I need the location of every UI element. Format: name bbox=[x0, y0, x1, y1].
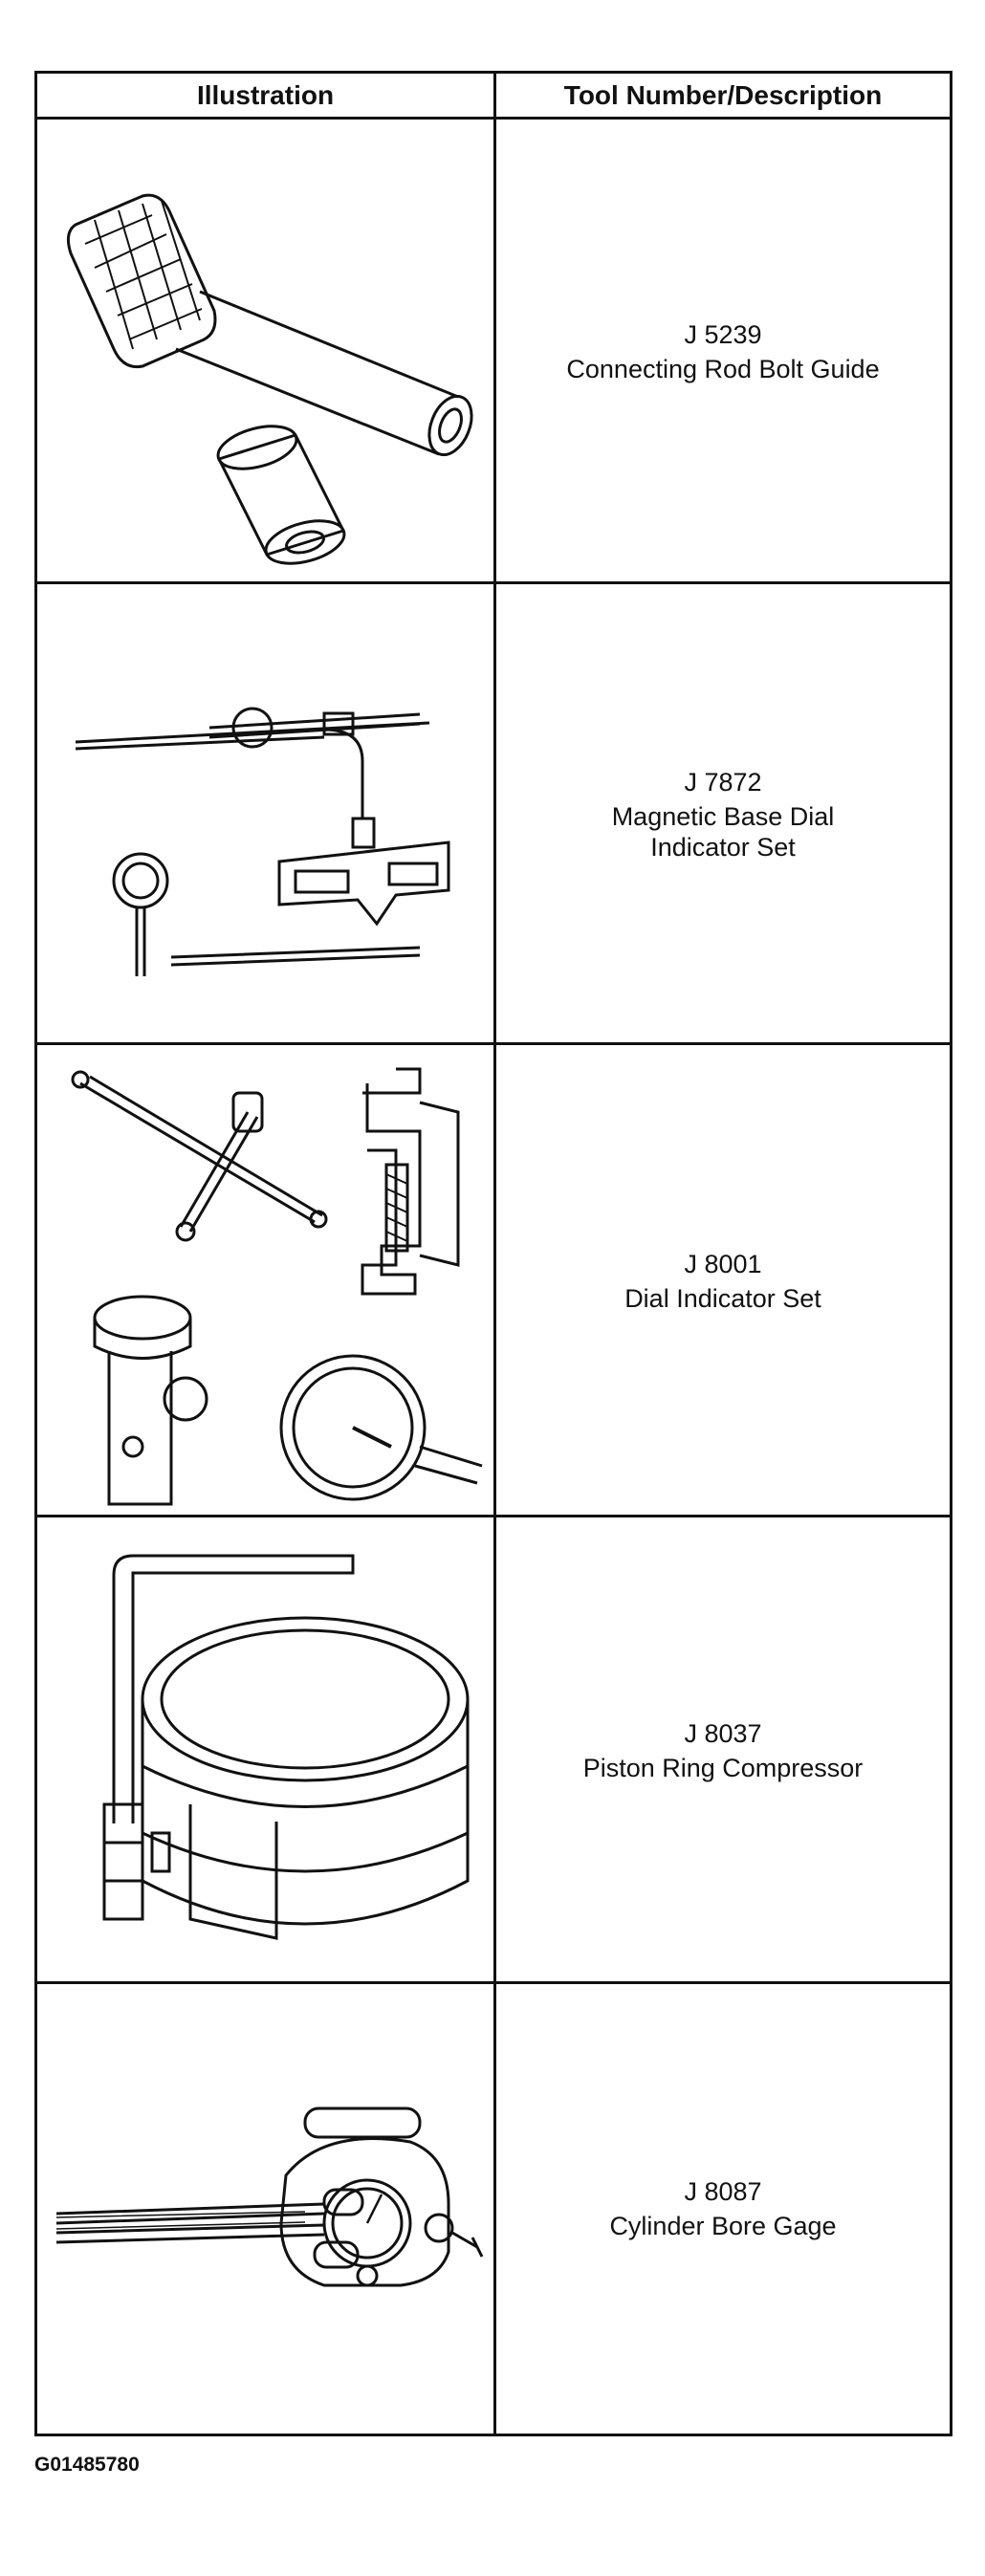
table-row: J 8087 Cylinder Bore Gage bbox=[37, 1984, 950, 2434]
figure-id: G01485780 bbox=[34, 2454, 140, 2476]
table-row: J 7872 Magnetic Base Dial Indicator Set bbox=[37, 584, 950, 1045]
tool-number: J 8037 bbox=[684, 1719, 762, 1748]
cylinder-bore-gage-icon bbox=[55, 2107, 484, 2287]
header-tool-description: Tool Number/Description bbox=[563, 80, 883, 110]
tool-description-cell: J 7872 Magnetic Base Dial Indicator Set bbox=[496, 584, 950, 1045]
tool-name: Cylinder Bore Gage bbox=[609, 2212, 837, 2240]
bolt-guide-icon bbox=[66, 193, 473, 565]
row-divider bbox=[37, 1042, 950, 1045]
tool-name: Dial Indicator Set bbox=[624, 1284, 821, 1313]
row-divider bbox=[37, 1981, 950, 1984]
tool-description-cell: J 8001 Dial Indicator Set bbox=[496, 1045, 950, 1517]
tool-number: J 8087 bbox=[684, 2177, 762, 2206]
illustration-cell bbox=[37, 1984, 493, 2434]
tool-name: Magnetic Base Dial Indicator Set bbox=[611, 802, 835, 862]
row-divider bbox=[37, 1515, 950, 1517]
column-divider bbox=[493, 74, 496, 2434]
row-divider bbox=[37, 581, 950, 584]
table-row: J 5239 Connecting Rod Bolt Guide bbox=[37, 120, 950, 584]
header-illustration: Illustration bbox=[196, 80, 335, 110]
tool-number: J 5239 bbox=[684, 320, 762, 349]
tool-description-cell: J 8037 Piston Ring Compressor bbox=[496, 1517, 950, 1984]
tool-table: Illustration Tool Number/Description bbox=[34, 71, 952, 2436]
illustration-cell bbox=[37, 584, 493, 1045]
tool-description-cell: J 8087 Cylinder Bore Gage bbox=[496, 1984, 950, 2434]
tool-number: J 8001 bbox=[684, 1250, 762, 1278]
illustration-cell bbox=[37, 1517, 493, 1984]
table-row: J 8001 Dial Indicator Set bbox=[37, 1045, 950, 1517]
illustration-cell bbox=[37, 120, 493, 584]
magnetic-base-dial-indicator-icon bbox=[75, 707, 450, 976]
tool-description-cell: J 5239 Connecting Rod Bolt Guide bbox=[496, 120, 950, 584]
dial-indicator-set-icon bbox=[71, 1067, 483, 1506]
tool-number: J 7872 bbox=[684, 768, 762, 797]
illustration-cell bbox=[37, 1045, 493, 1517]
table-row: J 8037 Piston Ring Compressor bbox=[37, 1517, 950, 1984]
piston-ring-compressor-icon bbox=[102, 1554, 470, 1940]
tool-name: Piston Ring Compressor bbox=[582, 1754, 864, 1782]
tool-name: Connecting Rod Bolt Guide bbox=[566, 355, 880, 383]
